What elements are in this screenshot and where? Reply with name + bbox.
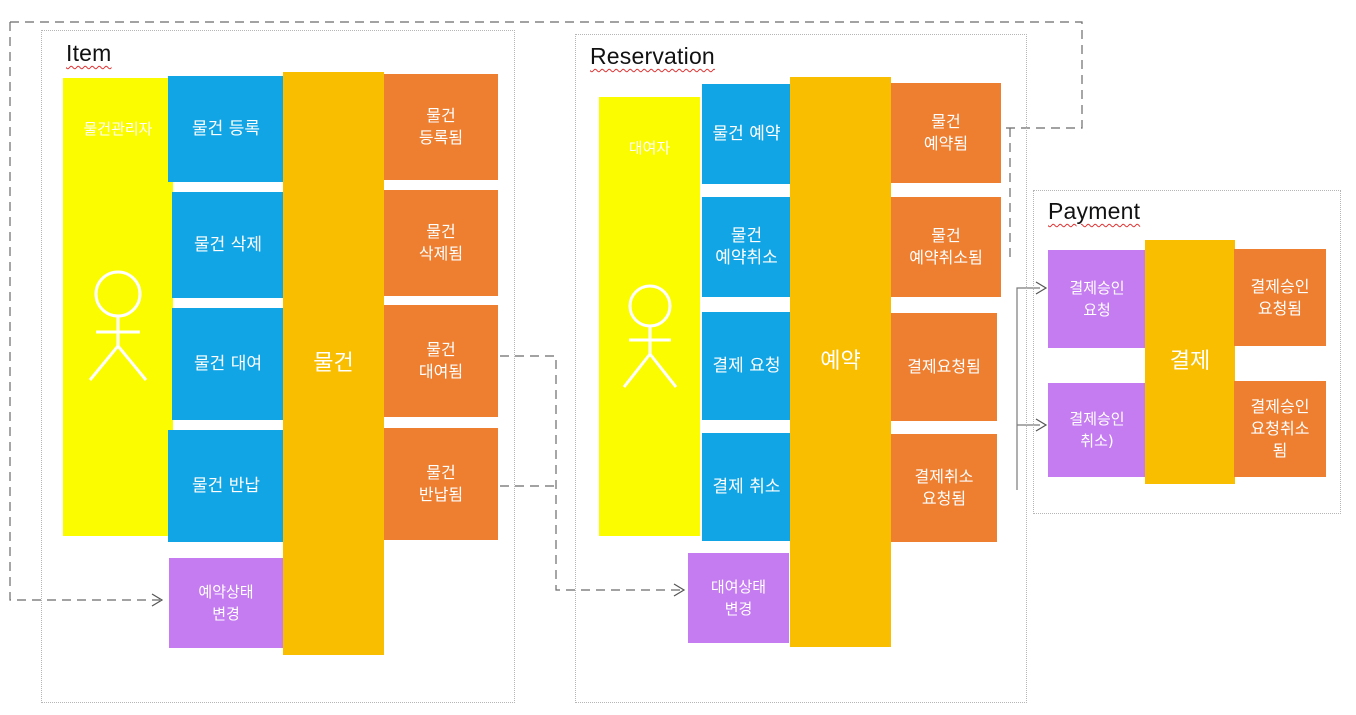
arrow-head-icon [1035, 281, 1048, 295]
reservation-event-pay-requested[interactable]: 결제요청됨 [891, 313, 997, 421]
payment-context [1033, 190, 1341, 514]
arrow-head-icon [1035, 418, 1048, 432]
item-command-register[interactable]: 물건 등록 [168, 76, 284, 182]
item-actor-label: 물건관리자 [83, 120, 153, 138]
payment-context-title: Payment [1048, 198, 1141, 224]
item-policy[interactable]: 예약상태 변경 [169, 558, 283, 648]
item-event-deleted[interactable]: 물건 삭제됨 [384, 190, 498, 296]
item-aggregate[interactable]: 물건 [283, 72, 384, 655]
item-context [41, 30, 515, 703]
payment-aggregate[interactable]: 결제 [1145, 240, 1235, 484]
payment-policy-approve-request[interactable]: 결제승인 요청 [1048, 250, 1146, 348]
item-command-delete[interactable]: 물건 삭제 [172, 192, 284, 298]
reservation-event-cancelled[interactable]: 물건 예약취소됨 [891, 197, 1001, 297]
item-command-return[interactable]: 물건 반납 [168, 430, 284, 542]
arrow-head-icon [673, 583, 686, 597]
payment-event-approve-cancel-requested[interactable]: 결제승인 요청취소 됨 [1234, 381, 1326, 477]
item-actor[interactable]: 물건관리자 [63, 78, 173, 536]
item-command-rent[interactable]: 물건 대여 [172, 308, 284, 420]
reservation-actor[interactable]: 대여자 [599, 97, 700, 536]
stick-figure-icon [622, 284, 677, 388]
payment-event-approve-requested[interactable]: 결제승인 요청됨 [1234, 249, 1326, 346]
reservation-event-reserved[interactable]: 물건 예약됨 [891, 83, 1001, 183]
reservation-context-title: Reservation [590, 43, 715, 69]
reservation-command-reserve[interactable]: 물건 예약 [702, 84, 791, 184]
item-event-registered[interactable]: 물건 등록됨 [384, 74, 498, 180]
connector-top [10, 21, 1083, 129]
reservation-command-pay-request[interactable]: 결제 요청 [702, 312, 791, 420]
connector-left-vertical [9, 22, 160, 601]
reservation-policy[interactable]: 대여상태 변경 [688, 553, 789, 643]
item-context-title: Item [66, 40, 112, 66]
reservation-command-cancel[interactable]: 물건 예약취소 [702, 197, 791, 297]
item-event-returned[interactable]: 물건 반납됨 [384, 428, 498, 540]
item-event-rented[interactable]: 물건 대여됨 [384, 305, 498, 417]
reservation-event-pay-cancel-requested[interactable]: 결제취소 요청됨 [891, 434, 997, 542]
reservation-command-pay-cancel[interactable]: 결제 취소 [702, 433, 791, 541]
stick-figure-icon [88, 270, 148, 381]
reservation-actor-label: 대여자 [628, 139, 671, 157]
connector-item-reservation-1 [500, 355, 682, 591]
reservation-aggregate[interactable]: 예약 [790, 77, 891, 647]
payment-policy-approve-cancel[interactable]: 결제승인 취소) [1048, 383, 1146, 477]
reservation-context [575, 34, 1027, 703]
connector-res-pay [1016, 287, 1040, 490]
arrow-head-icon [151, 593, 164, 607]
